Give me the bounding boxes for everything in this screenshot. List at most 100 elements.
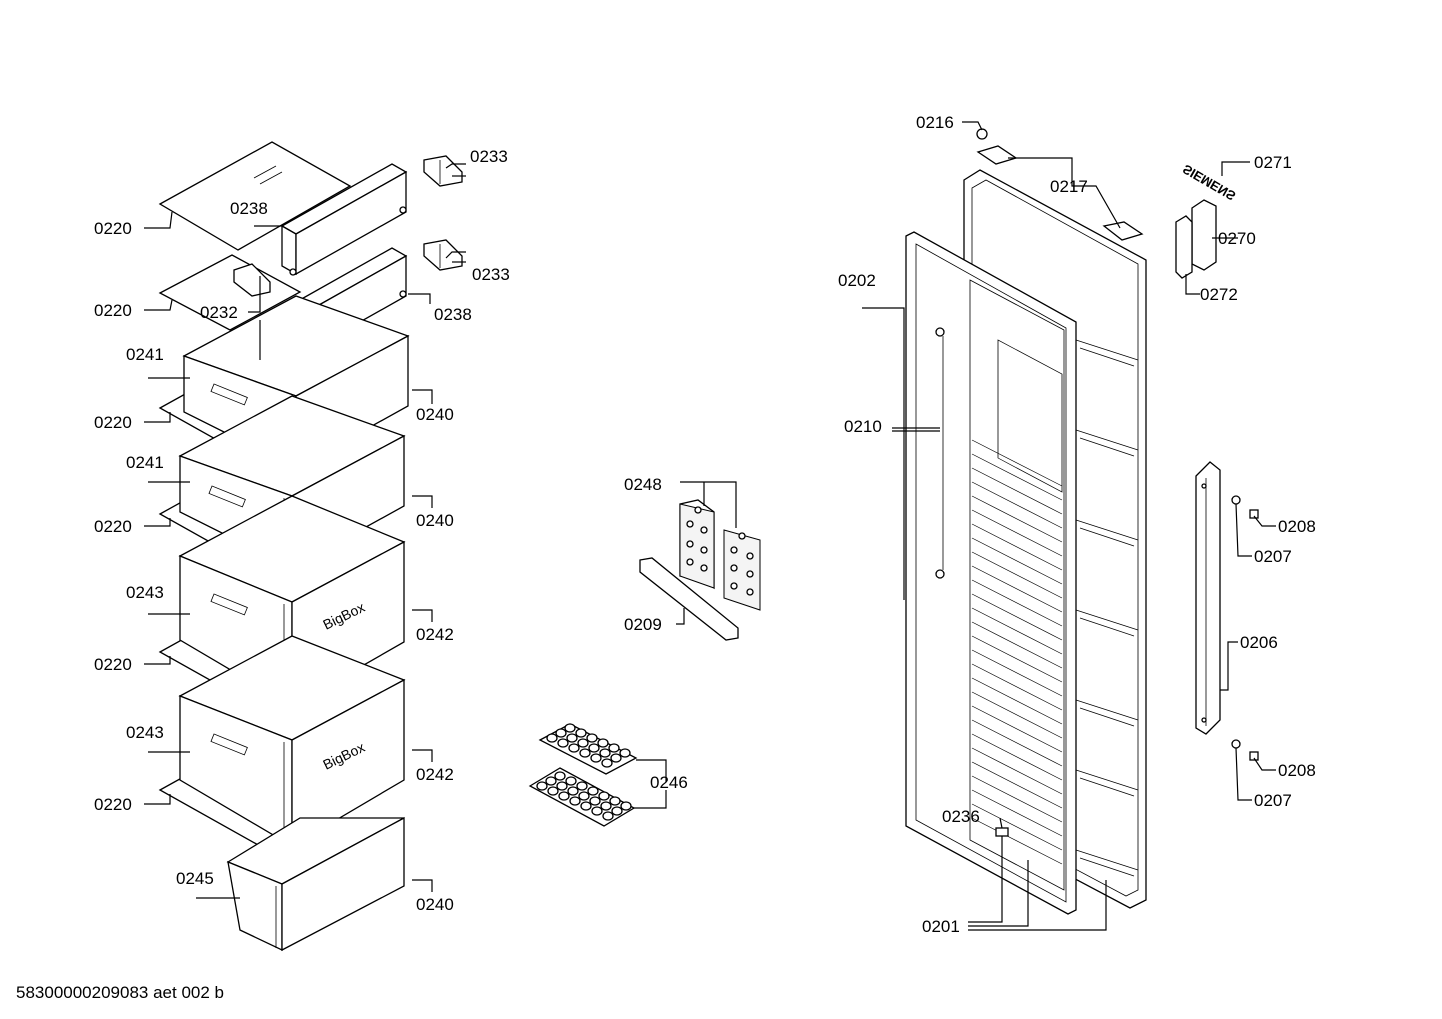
ice-tray-cell — [590, 753, 602, 763]
screw-0207-top — [1231, 495, 1241, 505]
label-0238-top: 0238 — [230, 199, 268, 218]
label-0270: 0270 — [1218, 229, 1256, 248]
inner-panel-line — [971, 635, 1063, 683]
label-0233-bottom: 0233 — [472, 265, 510, 284]
cold-pack-1 — [679, 499, 715, 590]
door-ledge-line — [1079, 527, 1135, 547]
ice-tray-cell — [600, 801, 612, 811]
ice-tray-cell — [579, 748, 591, 758]
ice-tray-cell — [555, 728, 567, 738]
label-0216: 0216 — [916, 113, 954, 132]
inner-panel-line — [971, 467, 1063, 515]
label-0272: 0272 — [1200, 285, 1238, 304]
label-0206: 0206 — [1240, 633, 1278, 652]
ice-tray-cell — [554, 771, 566, 781]
door-ledge-line — [1075, 699, 1139, 721]
inner-panel-line — [971, 677, 1063, 725]
inner-panel-line — [971, 495, 1063, 543]
inner-panel-line — [971, 579, 1063, 627]
ice-tray-cell — [567, 786, 579, 796]
label-0220-1: 0220 — [94, 219, 132, 238]
inner-panel-line — [971, 663, 1063, 711]
door-ledge-line — [1075, 609, 1139, 631]
ice-tray-cell — [619, 748, 631, 758]
label-0238-bottom: 0238 — [434, 305, 472, 324]
handle-cover-0270 — [1191, 199, 1217, 271]
label-0220-4: 0220 — [94, 517, 132, 536]
inner-panel-line — [971, 565, 1063, 613]
door-ledge-line — [1079, 617, 1135, 637]
inner-panel-line — [971, 523, 1063, 571]
ice-tray-cell — [587, 786, 599, 796]
ice-tray-cell — [564, 723, 576, 733]
ice-tray-cell — [588, 743, 600, 753]
inner-panel-line — [971, 747, 1063, 795]
ice-tray-2 — [528, 767, 636, 827]
cover-0272 — [1175, 215, 1193, 279]
inner-panel-line — [971, 453, 1063, 501]
ice-tray-cell — [575, 728, 587, 738]
cap-0216 — [976, 128, 988, 140]
inner-panel-line — [971, 803, 1063, 851]
ice-tray-cell — [577, 738, 589, 748]
ice-tray-cell — [609, 796, 621, 806]
door-ledge-line — [1075, 849, 1139, 871]
door-ledge-line — [1075, 519, 1139, 541]
ice-tray-cell — [610, 753, 622, 763]
inner-panel-line — [971, 607, 1063, 655]
label-0240-1: 0240 — [416, 405, 454, 424]
label-0220-2: 0220 — [94, 301, 132, 320]
inner-panel-line — [971, 691, 1063, 739]
label-0240-3: 0240 — [416, 895, 454, 914]
part-labels: 0216 0217 0271 0270 0272 0202 0210 0208 … — [94, 113, 1316, 936]
cover-0217-b — [1102, 221, 1144, 241]
leader-lines — [144, 121, 1276, 931]
inner-panel-line — [971, 621, 1063, 669]
ice-tray-cell — [536, 781, 548, 791]
ice-tray-cell — [569, 796, 581, 806]
ice-tray-cell — [556, 781, 568, 791]
drawer-5-small — [226, 816, 405, 952]
door-handle-0206 — [1195, 461, 1221, 735]
ice-tray-cell — [611, 806, 623, 816]
door-ledge-line — [1075, 339, 1139, 361]
door-ledge-line — [1079, 857, 1135, 877]
label-0243-1: 0243 — [126, 583, 164, 602]
door-ledge-line — [1079, 347, 1135, 367]
flap-top — [280, 163, 408, 276]
label-0241-2: 0241 — [126, 453, 164, 472]
screw-0207-bottom — [1231, 739, 1241, 749]
document-id: 58300000209083 aet 002 b — [16, 983, 224, 1002]
ice-tray-cell — [568, 743, 580, 753]
ice-tray-cell — [598, 791, 610, 801]
inner-panel-line — [971, 719, 1063, 767]
ice-tray-cell — [599, 748, 611, 758]
label-0208-bottom: 0208 — [1278, 761, 1316, 780]
ice-tray-cell — [580, 801, 592, 811]
inner-panel-line — [971, 761, 1063, 809]
glass-shelf-2 — [158, 254, 302, 331]
hinge-part-0232-top — [233, 263, 271, 297]
inner-panel-line — [971, 649, 1063, 697]
ice-tray-cell — [608, 743, 620, 753]
ice-tray-cell — [602, 811, 614, 821]
inner-panel-line — [971, 705, 1063, 753]
inner-panel-line — [971, 551, 1063, 599]
label-0236: 0236 — [942, 807, 980, 826]
drawer-4-bigbox: BigBox — [178, 635, 406, 848]
ice-tray-1 — [538, 723, 638, 775]
ice-tray-cell — [557, 738, 569, 748]
label-0209: 0209 — [624, 615, 662, 634]
label-0248: 0248 — [624, 475, 662, 494]
label-0202: 0202 — [838, 271, 876, 290]
inner-panel-line — [971, 439, 1063, 487]
door-ledge-line — [1079, 437, 1135, 457]
inner-panel-line — [971, 509, 1063, 557]
label-0245: 0245 — [176, 869, 214, 888]
label-0242-1: 0242 — [416, 625, 454, 644]
cold-pack-2 — [723, 529, 761, 611]
ice-tray-cell — [546, 733, 558, 743]
brand-mark-text: SIEMENS — [1180, 161, 1238, 203]
ice-tray-cell — [597, 738, 609, 748]
